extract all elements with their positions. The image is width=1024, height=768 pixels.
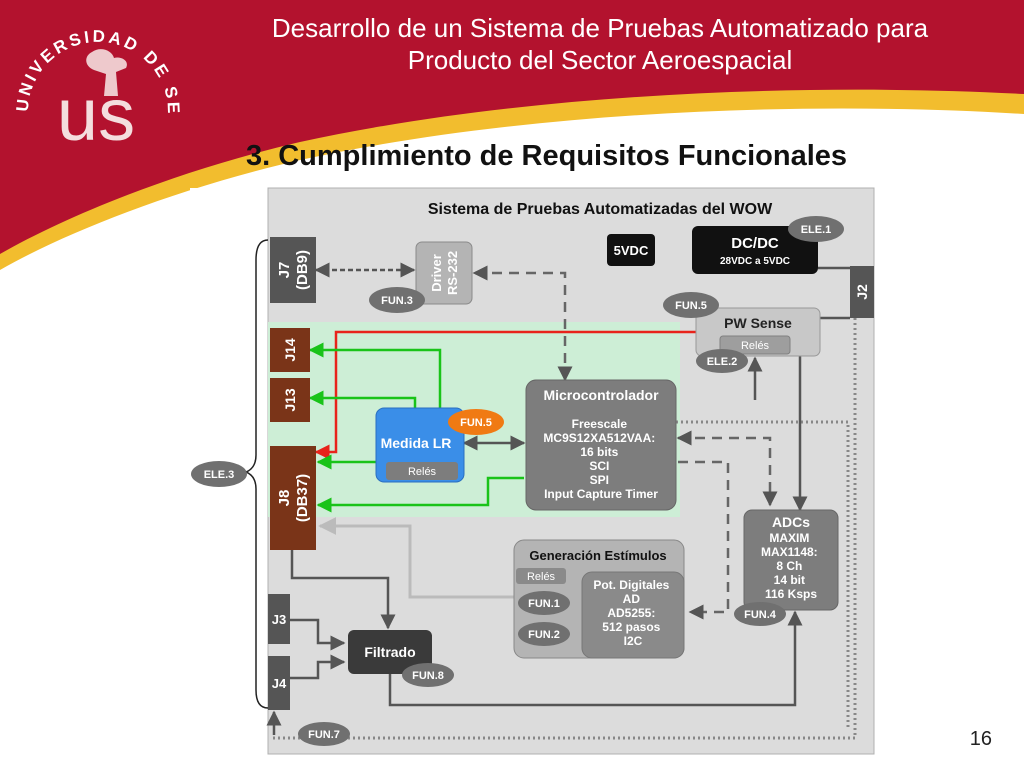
badge-fun7: FUN.7: [298, 722, 350, 746]
badge-fun1-label: FUN.1: [528, 598, 560, 610]
medida-lr-relays: Relés: [408, 466, 437, 478]
badge-ele3: ELE.3: [191, 461, 247, 487]
pwsense-title: PW Sense: [724, 315, 792, 331]
connector-j13: J13: [270, 378, 310, 422]
ctrl-line-adc: [676, 430, 778, 507]
filtrado-label: Filtrado: [364, 644, 415, 660]
badge-fun5-orange-label: FUN.5: [460, 417, 492, 429]
badge-fun5-top-label: FUN.5: [675, 300, 707, 312]
connector-j14: J14: [270, 328, 310, 372]
badge-fun4: FUN.4: [734, 602, 786, 626]
connector-j7: J7(DB9): [270, 237, 316, 303]
header-title-line2: Producto del Sector Aeroespacial: [407, 45, 793, 75]
connector-j3: J3: [268, 594, 290, 644]
green-micro-j8-arrow: [316, 476, 524, 513]
vdc5-label: 5VDC: [614, 243, 649, 258]
dotted-loop-inner: [676, 420, 850, 730]
badge-fun5-orange: FUN.5: [448, 409, 504, 435]
connector-j8-label: J8(DB37): [276, 474, 311, 522]
badge-ele2: ELE.2: [696, 349, 748, 373]
connector-j4: J4: [268, 656, 290, 710]
generacion-estimulos-title: Generación Estímulos: [529, 548, 666, 563]
badge-ele2-label: ELE.2: [707, 356, 738, 368]
diagram-title: Sistema de Pruebas Automatizadas del WOW: [428, 201, 773, 218]
driver-rs232-block: DriverRS-232: [415, 241, 473, 305]
header-title-line1: Desarrollo de un Sistema de Pruebas Auto…: [271, 13, 929, 43]
badge-fun3-label: FUN.3: [381, 295, 413, 307]
j3-filtrado-arrow: [290, 618, 346, 651]
badge-fun1: FUN.1: [518, 591, 570, 615]
badge-fun5-top: FUN.5: [663, 292, 719, 318]
badge-ele1-label: ELE.1: [801, 224, 832, 236]
page-number: 16: [969, 728, 992, 750]
dcdc-title: DC/DC: [731, 235, 779, 252]
gen-j8-arrow: [318, 517, 514, 599]
pwsense-block: PW Sense Relés: [695, 307, 821, 357]
red-signal-line: [314, 330, 720, 460]
pwsense-relays: Relés: [741, 340, 770, 352]
badge-fun8-label: FUN.8: [412, 670, 444, 682]
badge-ele1: ELE.1: [788, 216, 844, 242]
badge-fun8: FUN.8: [402, 663, 454, 687]
adcs-body: MAXIM MAX1148: 8 Ch 14 bit 116 Ksps: [761, 531, 821, 601]
badge-ele3-label: ELE.3: [204, 469, 235, 481]
badge-fun2: FUN.2: [518, 622, 570, 646]
badge-fun4-label: FUN.4: [744, 609, 777, 621]
logo-figure-icon: [86, 49, 127, 96]
green-j14-arrow: [308, 342, 442, 410]
connector-j7-label: J7(DB9): [276, 250, 311, 290]
sci-line: [472, 265, 573, 382]
adcs-title: ADCs: [772, 514, 810, 530]
j4-filtrado-arrow: [290, 654, 346, 680]
dcdc-block: DC/DC 28VDC a 5VDC: [692, 226, 818, 274]
vdc5-block: 5VDC: [607, 234, 655, 266]
connector-j3-label: J3: [272, 612, 286, 627]
badge-fun7-label: FUN.7: [308, 729, 340, 741]
dcdc-subtitle: 28VDC a 5VDC: [720, 256, 790, 267]
filtrado-adc-line: [388, 610, 803, 707]
driver-rs232-label: DriverRS-232: [429, 251, 460, 295]
generacion-estimulos-relays: Relés: [527, 571, 556, 583]
connector-j2-label: J2: [854, 284, 870, 300]
badge-fun2-label: FUN.2: [528, 629, 560, 641]
connector-j14-label: J14: [282, 338, 298, 362]
connector-j8: J8(DB37): [270, 446, 316, 550]
microcontroller-body: Freescale MC9S12XA512VAA: 16 bits SCI SP…: [543, 417, 658, 501]
logo-letters: us: [57, 73, 135, 156]
dotted-loop: [270, 318, 857, 740]
connector-j2: J2: [850, 266, 874, 318]
connector-j13-label: J13: [282, 388, 298, 412]
connector-j4-label: J4: [272, 676, 287, 691]
j8-filtrado-line: [290, 550, 396, 630]
pot-digitales-body: Pot. Digitales AD AD5255: 512 pasos I2C: [593, 578, 672, 648]
header-red-band: [0, 0, 1024, 254]
medida-lr-title: Medida LR: [381, 435, 452, 451]
microcontroller-title: Microcontrolador: [543, 387, 659, 403]
ctrl-line-pot: [678, 460, 730, 620]
slide-subtitle: 3. Cumplimiento de Requisitos Funcionale…: [246, 140, 848, 172]
filtrado-block: Filtrado: [348, 630, 432, 674]
badge-fun3: FUN.3: [369, 287, 425, 313]
header-title: Desarrollo de un Sistema de Pruebas Auto…: [230, 12, 970, 76]
medida-lr-block: Medida LR Relés: [375, 407, 465, 483]
adcs-block: ADCs MAXIM MAX1148: 8 Ch 14 bit 116 Ksps: [743, 509, 839, 611]
university-logo: UNIVERSIDAD DE SEVILLA us: [0, 0, 180, 156]
green-j13-arrow: [308, 390, 417, 410]
microcontroller-block: Microcontrolador Freescale MC9S12XA512VA…: [525, 379, 677, 511]
